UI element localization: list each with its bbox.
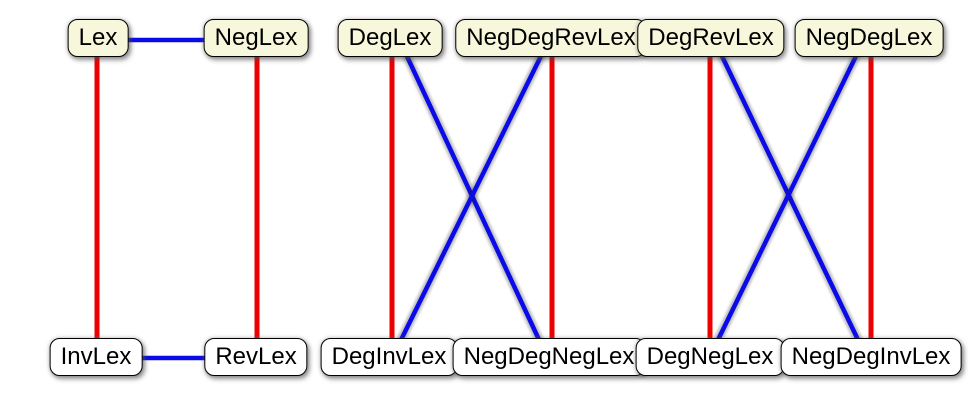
edge-negdeglex-degneglex bbox=[713, 51, 861, 345]
node-revlex: RevLex bbox=[204, 338, 308, 376]
node-lex: Lex bbox=[67, 19, 129, 57]
node-label: RevLex bbox=[215, 343, 297, 370]
node-invlex: InvLex bbox=[49, 338, 143, 376]
node-deglex: DegLex bbox=[337, 19, 443, 57]
node-label: Lex bbox=[78, 24, 118, 51]
node-degneglex: DegNegLex bbox=[635, 338, 785, 376]
node-negdegneglex: NegDegNegLex bbox=[452, 338, 646, 376]
node-negdeginvlex: NegDegInvLex bbox=[780, 338, 962, 376]
node-label: DegNegLex bbox=[646, 343, 774, 370]
node-label: NegDegInvLex bbox=[791, 343, 951, 370]
node-deginvlex: DegInvLex bbox=[320, 338, 458, 376]
node-negdegrevlex: NegDegRevLex bbox=[455, 19, 647, 57]
node-label: DegRevLex bbox=[648, 24, 774, 51]
node-label: NegLex bbox=[214, 24, 298, 51]
node-label: InvLex bbox=[60, 343, 132, 370]
node-label: DegInvLex bbox=[331, 343, 447, 370]
node-negdeglex: NegDegLex bbox=[794, 19, 944, 57]
node-degrevlex: DegRevLex bbox=[637, 19, 785, 57]
node-label: NegDegRevLex bbox=[466, 24, 636, 51]
node-label: NegDegNegLex bbox=[463, 343, 635, 370]
node-label: NegDegLex bbox=[805, 24, 933, 51]
node-neglex: NegLex bbox=[203, 19, 309, 57]
edge-negdegrevlex-deginvlex bbox=[396, 51, 546, 345]
node-label: DegLex bbox=[348, 24, 432, 51]
